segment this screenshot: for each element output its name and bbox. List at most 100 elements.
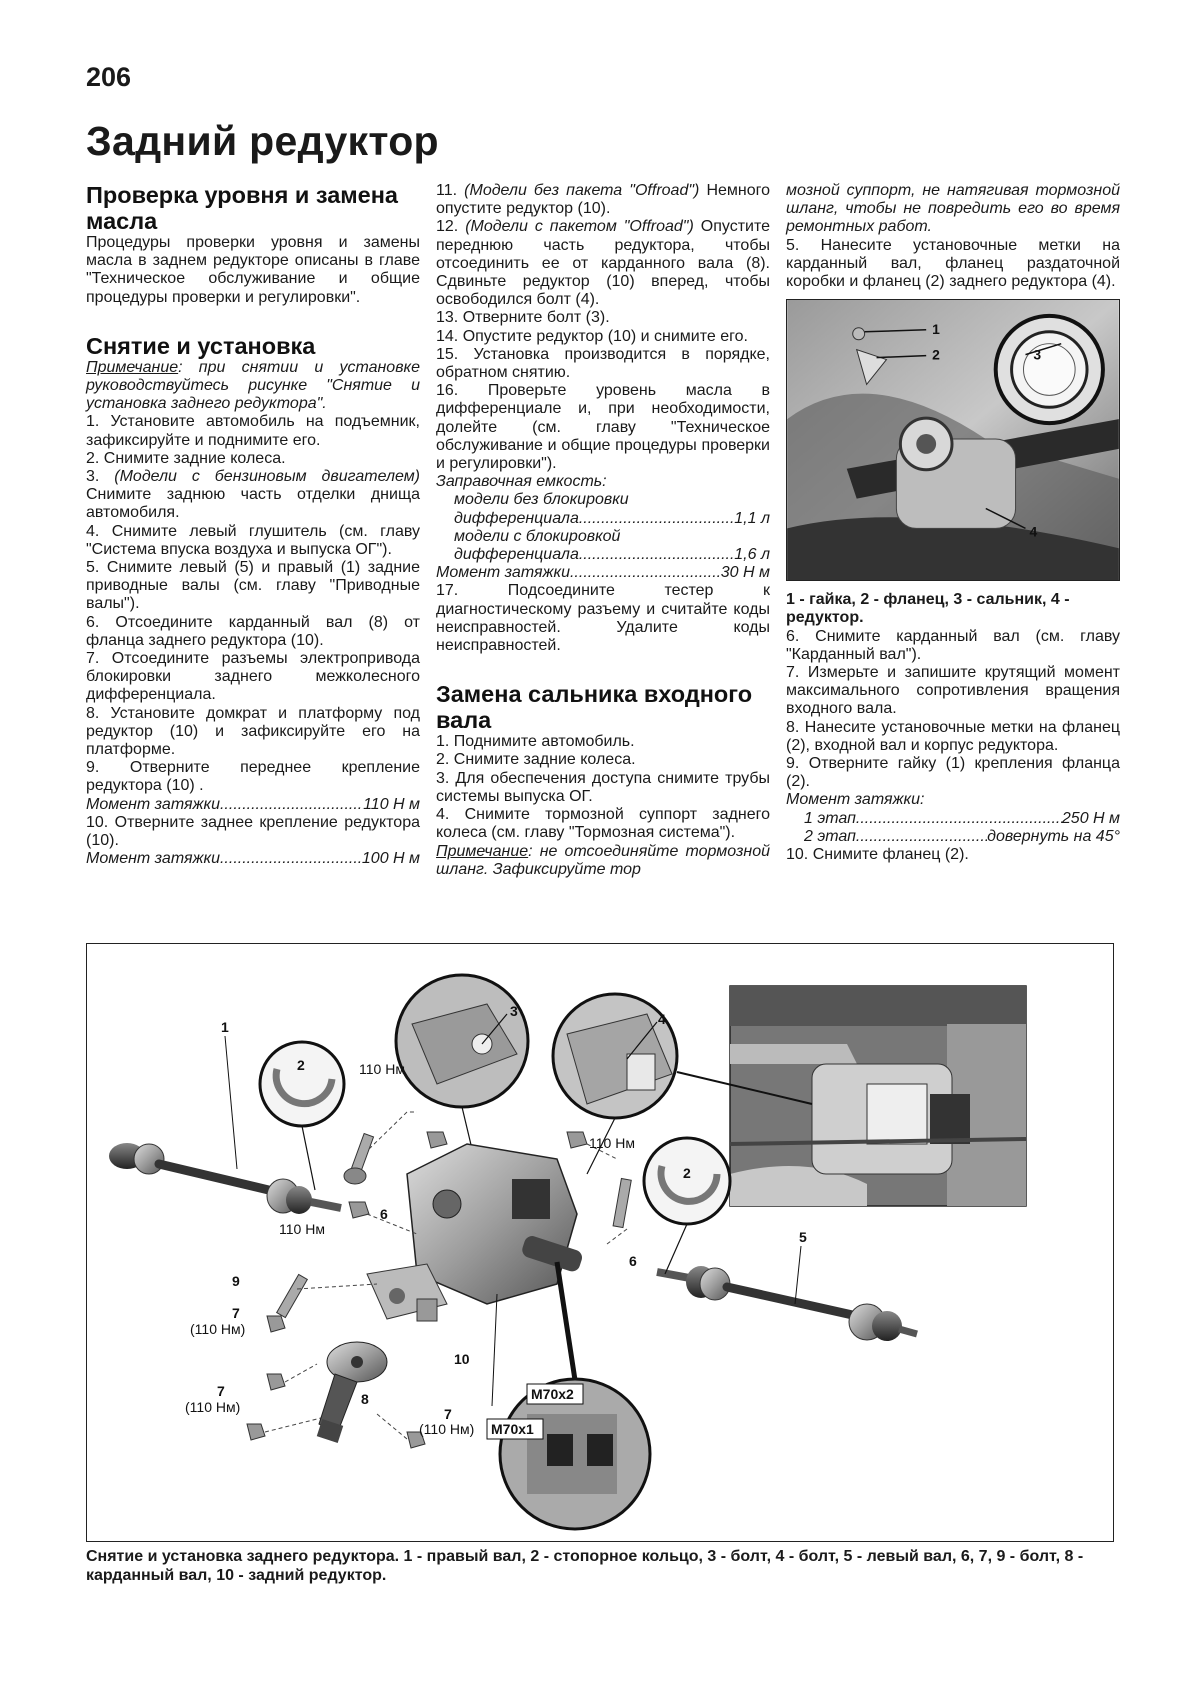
torque-label-right: 110 Нм: [589, 1135, 635, 1151]
label-9: 9: [232, 1273, 240, 1289]
capacity-2-line-a: модели с блокировкой: [454, 527, 621, 545]
label-6-left: 6: [380, 1206, 388, 1222]
label-6-right: 6: [629, 1253, 637, 1269]
stage-label: 2 этап: [804, 827, 856, 845]
capacity-1-value: 1,1 л: [734, 509, 770, 527]
column-1: Проверка уровня и замена масла Процедуры…: [86, 182, 420, 869]
torque-spec-2: Момент затяжки 100 Н м: [86, 850, 420, 868]
note-label: Примечание: [86, 358, 179, 376]
step-11-text: Немного опустите редуктор (10).: [436, 182, 771, 218]
callout-1: 1: [932, 321, 940, 337]
stage-value: довернуть на 45°: [987, 827, 1120, 845]
stage-value: 250 Н м: [1061, 809, 1120, 827]
step-11-condition: (Модели без пакета "Offroad"): [464, 182, 700, 199]
torque-stage-2: 2 этап довернуть на 45°: [786, 828, 1120, 846]
page-title: Задний редуктор: [86, 118, 439, 164]
heading-removal: Снятие и установка: [86, 332, 316, 359]
torque-value: 110 Н м: [363, 795, 420, 813]
heading-seal-replacement: Замена сальника входного вала: [436, 681, 753, 734]
torque-paren-2: (110 Нм): [185, 1399, 240, 1415]
removal-note: Примечание: при снятии и установке руков…: [86, 359, 420, 414]
step-10: 10. Отверните заднее крепление редуктора…: [86, 813, 420, 850]
capacity-1-line-a: модели без блокировки: [454, 491, 629, 509]
flange-photo-caption: 1 - гайка, 2 - фланец, 3 - сальник, 4 - …: [786, 591, 1070, 627]
step-14: 14. Опустите редуктор (10) и снимите его…: [436, 327, 748, 345]
torque-label: Момент затяжки: [436, 564, 570, 582]
step-12-text: Опустите переднюю часть редуктора, чтобы…: [436, 218, 771, 309]
torque-value: 30 Н м: [720, 564, 770, 582]
step-3-condition: (Модели с бензиновым двигателем): [114, 468, 420, 486]
connector-m70x2: M70x2: [531, 1386, 574, 1402]
capacity-1: дифференциала 1,1 л: [436, 510, 770, 528]
label-5: 5: [799, 1229, 807, 1245]
label-2-right: 2: [683, 1165, 691, 1181]
seal-step-6: 6. Снимите карданный вал (см. главу "Кар…: [786, 627, 1120, 663]
step-9: 9. Отверните переднее крепление редуктор…: [86, 759, 420, 795]
right-drive-shaft: [109, 1143, 342, 1214]
label-3: 3: [510, 1003, 518, 1019]
torque-paren-1: (110 Нм): [190, 1321, 245, 1337]
capacity-1-line-b: дифференциала: [454, 509, 579, 527]
column-3: мозной суппорт, не натягивая тормозной ш…: [786, 182, 1120, 864]
callout-2: 2: [932, 347, 940, 363]
label-4: 4: [658, 1011, 666, 1027]
capacity-2-line-b: дифференциала: [454, 546, 579, 564]
seal-step-9: 9. Отверните гайку (1) крепления фланца …: [786, 755, 1120, 791]
seal-step-8: 8. Нанесите установочные метки на фланец…: [786, 718, 1120, 754]
torque-paren-3: (110 Нм): [419, 1421, 474, 1437]
torque-stage-1: 1 этап 250 Н м: [786, 810, 1120, 828]
seal-note-continued: мозной суппорт, не натягивая тормозной ш…: [786, 182, 1120, 236]
page-number: 206: [86, 62, 132, 92]
torque-label: Момент затяжки: [86, 850, 220, 868]
torque-spec-label: Момент затяжки:: [786, 791, 925, 809]
seal-step-4: 4. Снимите тормозной суппорт заднего кол…: [436, 806, 770, 842]
heading-oil-check: Проверка уровня и замена масла: [86, 182, 399, 234]
note-text: : при снятии и установке руководствуйтес…: [86, 358, 420, 413]
capacity-2-value: 1,6 л: [734, 546, 770, 564]
torque-label-top: 110 Нм: [359, 1061, 405, 1077]
flange-photo: 1 2 3 4: [786, 299, 1120, 582]
capacity-2: дифференциала 1,6 л: [436, 546, 770, 564]
step-3-number: 3.: [86, 468, 115, 486]
connector-m70x1: M70x1: [491, 1421, 534, 1437]
callout-3: 3: [1033, 347, 1041, 363]
torque-spec-1: Момент затяжки 110 Н м: [86, 796, 420, 814]
seal-step-1: 1. Поднимите автомобиль.: [436, 733, 635, 751]
step-16: 16. Проверьте уровень масла в дифференци…: [436, 382, 770, 473]
step-4: 4. Снимите левый глушитель (см. главу "С…: [86, 522, 420, 558]
step-17: 17. Подсоедините тестер к диагностическо…: [436, 582, 770, 655]
step-6: 6. Отсоедините карданный вал (8) от флан…: [86, 613, 420, 649]
fasteners: [246, 1111, 632, 1449]
seal-step-10: 10. Снимите фланец (2).: [786, 846, 969, 864]
seal-step-5: 5. Нанесите установочные метки на кардан…: [786, 236, 1120, 291]
label-1: 1: [221, 1019, 229, 1035]
label-7-top: 7: [232, 1305, 240, 1321]
step-13: 13. Отверните болт (3).: [436, 309, 610, 327]
step-12-number: 12.: [436, 218, 466, 236]
step-2: 2. Снимите задние колеса.: [86, 449, 286, 467]
seal-step-7: 7. Измерьте и запишите крутящий момент м…: [786, 664, 1120, 718]
capacity-label: Заправочная емкость:: [436, 473, 607, 491]
step-12: 12. (Модели с пакетом "Offroad") Опустит…: [436, 218, 770, 309]
propeller-shaft: [316, 1341, 388, 1443]
label-7-right: 7: [444, 1406, 452, 1422]
oil-procedure-text: Процедуры проверки уровня и замены масла…: [86, 234, 420, 306]
rear-reducer: [366, 1143, 582, 1322]
label-10: 10: [454, 1351, 470, 1367]
step-1: 1. Установите автомобиль на подъемник, з…: [86, 413, 420, 449]
label-7-bottom: 7: [217, 1383, 225, 1399]
label-8: 8: [361, 1391, 369, 1407]
torque-label: Момент затяжки: [86, 795, 220, 813]
step-11: 11. (Модели без пакета "Offroad") Немног…: [436, 182, 770, 218]
step-5: 5. Снимите левый (5) и правый (1) задние…: [86, 559, 420, 613]
torque-value: 100 Н м: [361, 850, 420, 868]
column-2: 11. (Модели без пакета "Offroad") Немног…: [436, 182, 770, 879]
stage-label: 1 этап: [804, 809, 856, 827]
step-15: 15. Установка производится в порядке, об…: [436, 345, 770, 382]
figure-caption: Снятие и установка заднего редуктора. 1 …: [86, 1548, 1084, 1584]
torque-spec-3: Момент затяжки 30 Н м: [436, 564, 770, 582]
note-text: : не отсоединяйте тормозной шланг. Зафик…: [436, 842, 770, 878]
left-drive-shaft: [656, 1266, 918, 1341]
exploded-diagram-drawing: 1 2 3 4 2 5 6 6 7 7 7 8 9 10 110 Нм 110 …: [109, 973, 1027, 1531]
exploded-diagram: 1 2 3 4 2 5 6 6 7 7 7 8 9 10 110 Нм 110 …: [86, 943, 1114, 1542]
